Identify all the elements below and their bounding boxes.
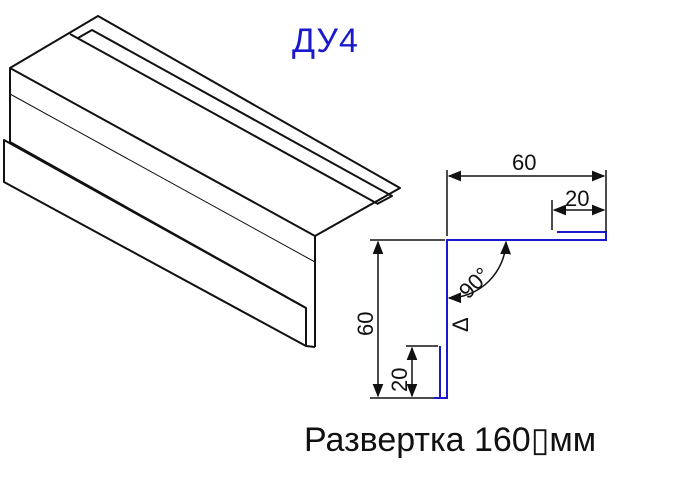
profile-outline <box>434 231 607 399</box>
dim-side-height-label: 60 <box>353 312 378 336</box>
part-top-face <box>9 15 401 237</box>
dim-side-lip <box>406 345 438 398</box>
dim-top-width-label: 60 <box>512 150 536 175</box>
part-lower-edge <box>9 141 307 309</box>
part-lower-flange <box>3 139 307 347</box>
isometric-part <box>3 15 401 348</box>
dim-top-width <box>446 170 607 236</box>
dim-side-height <box>370 239 445 399</box>
angle-arc <box>447 240 511 304</box>
dim-side-lip-label: 20 <box>387 368 412 392</box>
product-code-title: ДУ4 <box>292 22 359 60</box>
part-top-crease <box>69 33 379 205</box>
unfold-length-caption: Развертка 160▯мм <box>304 421 597 459</box>
part-top-hem <box>77 29 393 205</box>
angle-marker: Δ <box>448 317 473 332</box>
part-bottom-edge <box>305 345 316 348</box>
part-mid-line <box>9 93 316 263</box>
dim-top-lip <box>551 200 606 230</box>
part-front-face <box>9 68 316 347</box>
dim-top-lip-label: 20 <box>565 186 589 211</box>
